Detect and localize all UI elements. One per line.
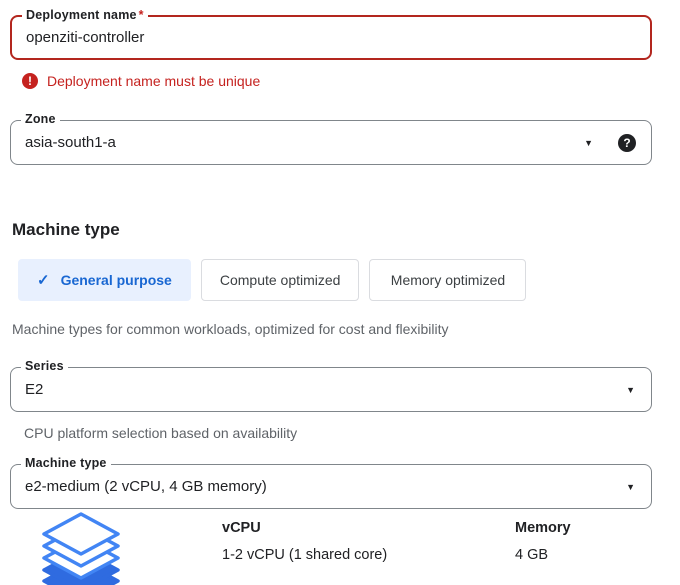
zone-value: asia-south1-a (25, 134, 116, 151)
deployment-name-label: Deployment name* (22, 8, 148, 22)
machine-family-stack-icon (38, 511, 124, 585)
machine-type-heading: Machine type (12, 220, 120, 239)
tab-memory-optimized[interactable]: Memory optimized (369, 259, 527, 301)
memory-value: 4 GB (515, 547, 549, 563)
tab-memory-optimized-label: Memory optimized (390, 272, 506, 288)
machine-family-tabs: ✓ General purpose Compute optimized Memo… (18, 259, 652, 301)
machine-type-value: e2-medium (2 vCPU, 4 GB memory) (25, 478, 267, 495)
deployment-form: Deployment name* openziti-controller ! D… (10, 8, 652, 585)
chevron-down-icon: ▼ (584, 137, 593, 148)
vcpu-column: vCPU 1-2 vCPU (1 shared core) (222, 520, 387, 563)
error-message-text: Deployment name must be unique (47, 73, 261, 89)
machine-type-select[interactable]: Machine type e2-medium (2 vCPU, 4 GB mem… (10, 456, 652, 509)
check-icon: ✓ (37, 272, 50, 289)
machine-type-label: Machine type (21, 456, 111, 470)
error-icon: ! (22, 73, 38, 89)
series-select[interactable]: Series E2 ▼ (10, 359, 652, 412)
help-icon[interactable]: ? (618, 133, 636, 152)
machine-family-description: Machine types for common workloads, opti… (12, 321, 449, 337)
deployment-name-input[interactable]: Deployment name* openziti-controller (10, 8, 652, 60)
tab-compute-optimized-label: Compute optimized (219, 272, 341, 288)
tab-general-purpose[interactable]: ✓ General purpose (18, 259, 191, 301)
zone-label: Zone (21, 112, 60, 126)
memory-header: Memory (515, 520, 571, 536)
chevron-down-icon: ▼ (626, 384, 635, 395)
series-helper-text: CPU platform selection based on availabi… (24, 425, 298, 441)
series-label: Series (21, 359, 68, 373)
deployment-name-label-text: Deployment name (26, 8, 137, 22)
memory-column: Memory 4 GB (515, 520, 571, 563)
vcpu-value: 1-2 vCPU (1 shared core) (222, 547, 388, 563)
vcpu-header: vCPU (222, 520, 261, 536)
required-asterisk: * (138, 8, 144, 22)
zone-select[interactable]: Zone asia-south1-a ▼ ? (10, 112, 652, 165)
deployment-name-value: openziti-controller (26, 29, 145, 46)
tab-compute-optimized[interactable]: Compute optimized (200, 259, 360, 301)
series-value: E2 (25, 381, 44, 398)
tab-general-purpose-label: General purpose (60, 272, 172, 288)
machine-summary: vCPU 1-2 vCPU (1 shared core) Memory 4 G… (10, 509, 652, 585)
deployment-name-error: ! Deployment name must be unique (22, 73, 652, 89)
chevron-down-icon: ▼ (626, 481, 635, 492)
